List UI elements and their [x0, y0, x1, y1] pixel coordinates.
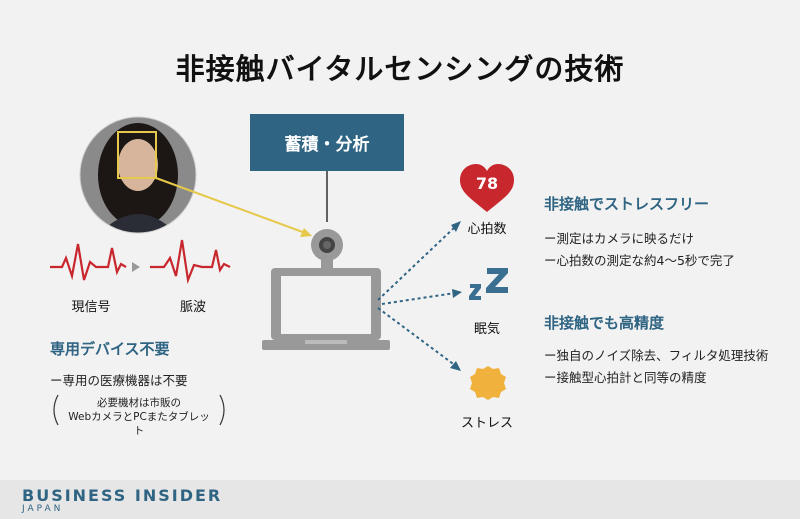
face-to-camera-arrow — [155, 177, 309, 235]
high-accuracy-line-1: ー独自のノイズ除去、フィルタ処理技術 — [544, 348, 769, 363]
webcam-icon — [311, 229, 343, 271]
raw-signal-waveform — [50, 243, 127, 281]
high-accuracy-line-2: ー接触型心拍計と同等の精度 — [544, 370, 707, 385]
high-accuracy-heading: 非接触でも高精度 — [544, 314, 665, 332]
stress-free-heading: 非接触でストレスフリー — [544, 195, 710, 213]
arrow-head-sleep-icon — [452, 289, 462, 298]
storage-analysis-box: 蓄積・分析 — [250, 114, 404, 171]
no-device-line-1: ー専用の医療機器は不要 — [50, 373, 188, 388]
diagram-graphics — [50, 116, 514, 426]
heart-rate-value: 78 — [475, 174, 499, 193]
equipment-note-line-1: 必要機材は市販の — [97, 397, 181, 409]
arrow-to-stress — [377, 307, 457, 367]
stress-label: ストレス — [460, 416, 513, 431]
note-paren-left — [53, 394, 59, 426]
pulse-wave-label: 脈波 — [179, 300, 206, 315]
arrow-to-heart — [377, 225, 457, 301]
arrow-head-heart-icon — [451, 221, 461, 232]
pulse-waveform — [150, 239, 231, 285]
no-device-heading: 専用デバイス不要 — [50, 340, 170, 358]
equipment-note: 必要機材は市販の WebカメラとPCまたタブレット — [64, 396, 214, 438]
laptop-icon — [262, 268, 390, 350]
raw-signal-label: 現信号 — [71, 300, 111, 315]
note-paren-right — [219, 394, 225, 426]
stress-free-line-2: ー心拍数の測定な約4〜5秒で完了 — [544, 253, 735, 268]
play-arrow-icon — [132, 262, 140, 272]
page-title: 非接触バイタルセンシングの技術 — [175, 52, 625, 86]
heart-icon — [460, 164, 514, 212]
sleep-label: 眠気 — [473, 322, 500, 337]
arrow-head-icon — [300, 228, 312, 237]
stress-sun-icon — [470, 366, 506, 400]
brand-logo: BUSINESS INSIDER — [22, 486, 223, 505]
stress-free-line-1: ー測定はカメラに映るだけ — [544, 231, 695, 246]
brand-region: JAPAN — [22, 504, 64, 514]
face-detection-box — [117, 131, 157, 179]
footer-bar — [0, 480, 800, 519]
sleep-zz-icon — [469, 268, 508, 300]
arrow-to-sleep — [381, 292, 456, 305]
arrow-head-stress-icon — [450, 361, 461, 371]
face-photo — [79, 116, 197, 234]
equipment-note-line-2: WebカメラとPCまたタブレット — [68, 411, 210, 437]
heart-rate-label: 心拍数 — [467, 222, 507, 237]
